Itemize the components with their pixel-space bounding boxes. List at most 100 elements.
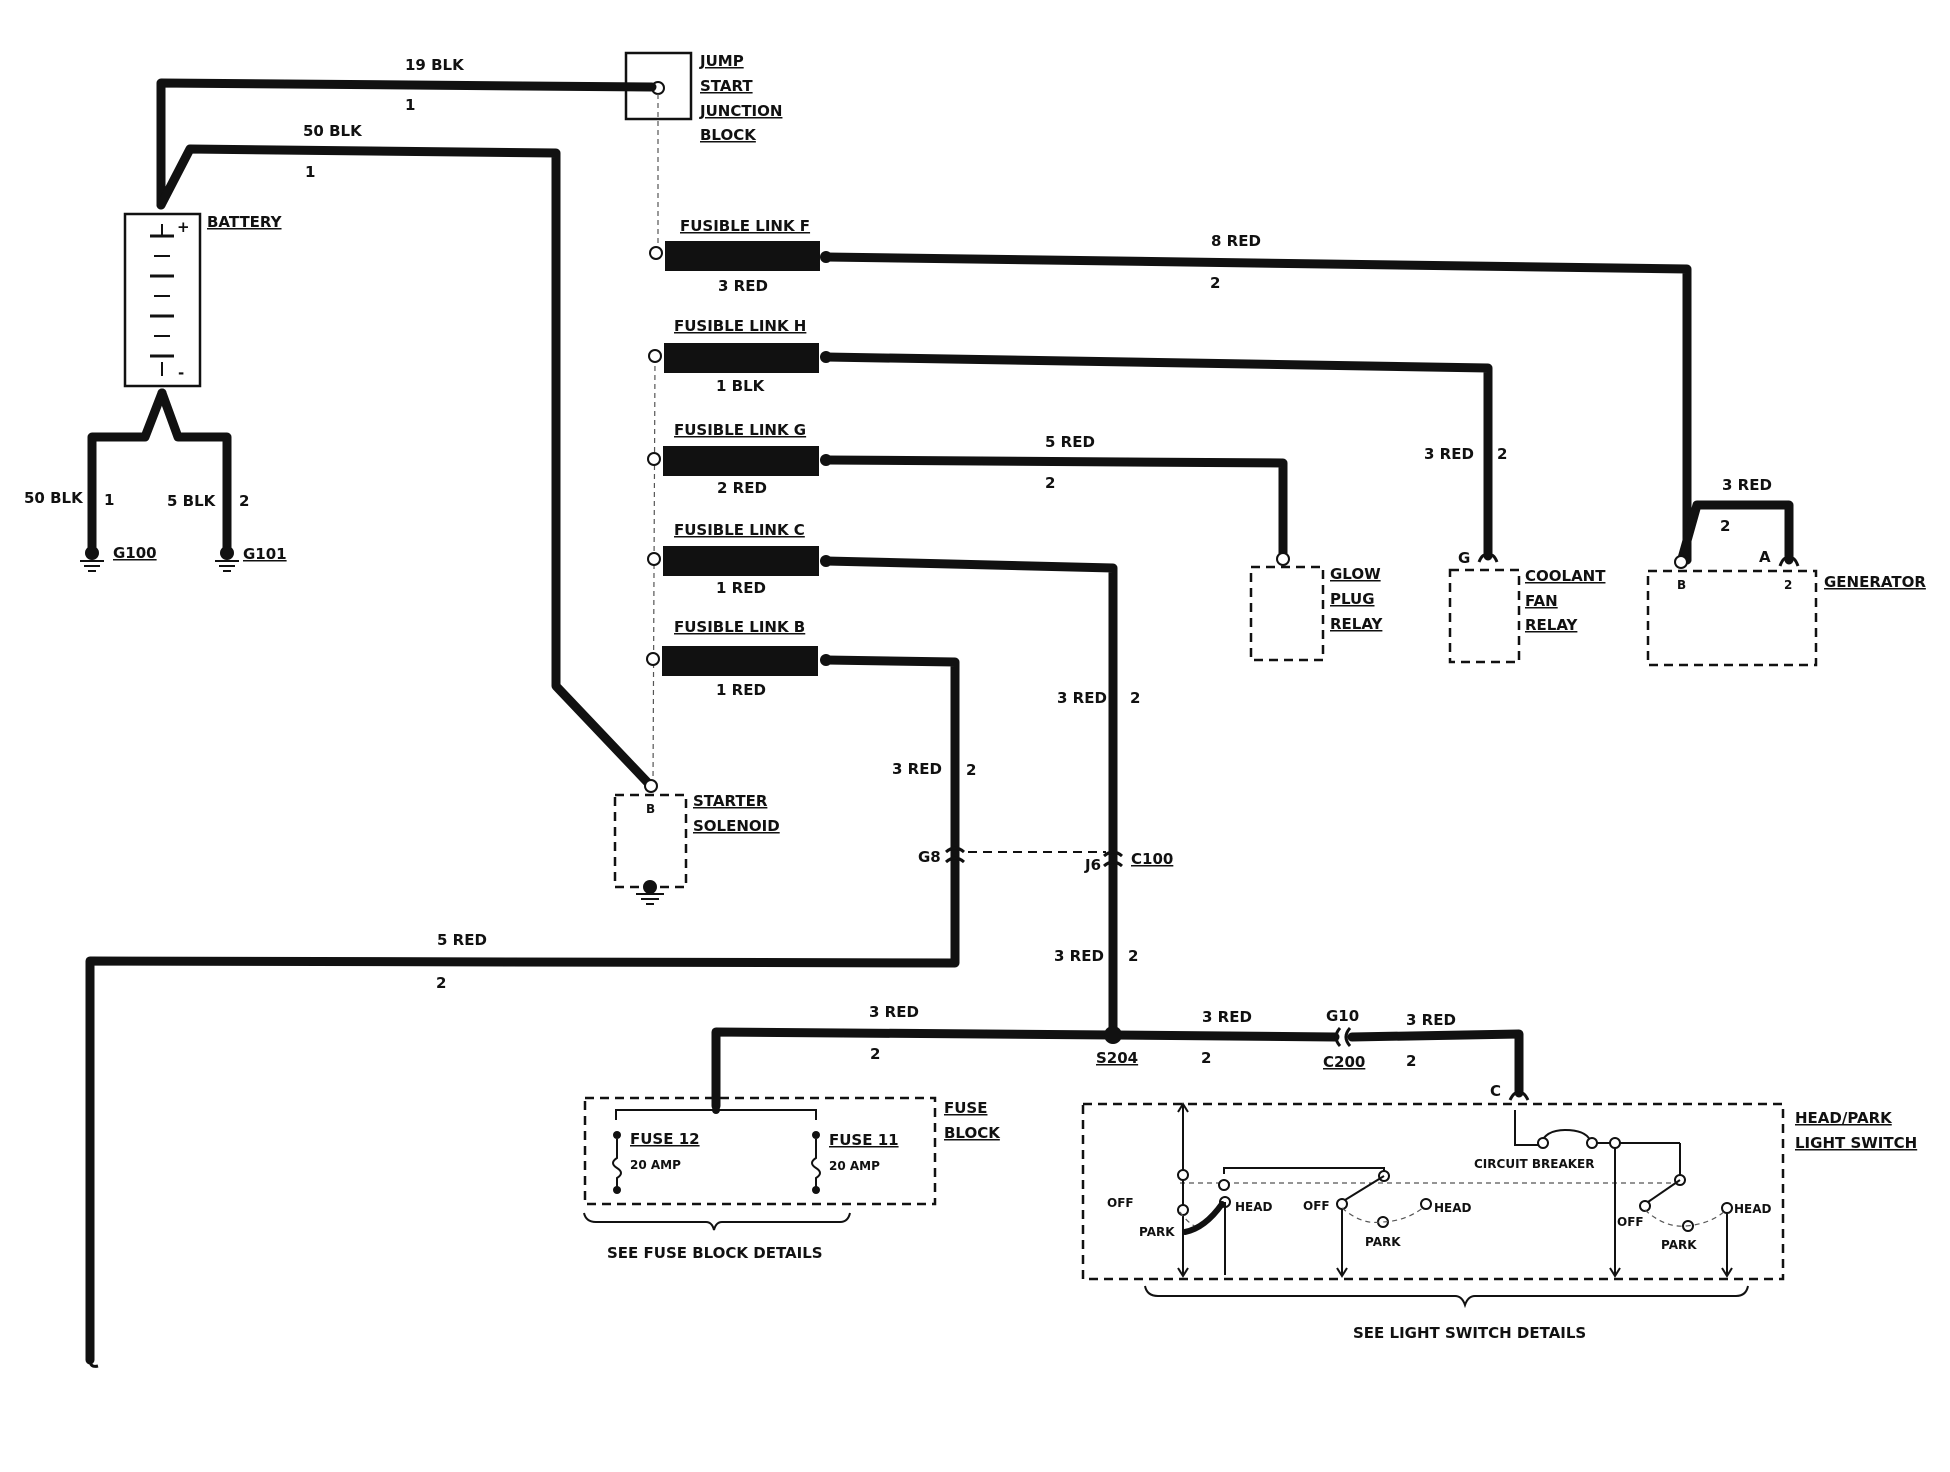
fusible-link-g: FUSIBLE LINK G 2 RED — [647, 421, 832, 497]
wire-8red — [821, 252, 1692, 565]
wire-3red-fan-circuit: 2 — [1497, 445, 1507, 463]
splice-s204-label: S204 — [1096, 1049, 1138, 1067]
wire-19blk-label: 19 BLK — [405, 56, 465, 74]
fusible-link-h: FUSIBLE LINK H 1 BLK — [648, 317, 832, 395]
switch2-park: PARK — [1365, 1235, 1401, 1249]
switch2-off: OFF — [1303, 1199, 1330, 1213]
light-switch-note: SEE LIGHT SWITCH DETAILS — [1353, 1324, 1586, 1342]
jump-start-label-3: JUNCTION — [699, 102, 782, 120]
wire-8red-label: 8 RED — [1211, 232, 1261, 250]
connector-g8-label: G8 — [918, 848, 941, 866]
fuse-11-amp: 20 AMP — [829, 1159, 880, 1173]
wire-3red-c-label: 3 RED — [1057, 689, 1107, 707]
fusible-link-f-wire: 3 RED — [718, 277, 768, 295]
fuse-block: FUSE 12 20 AMP FUSE 11 20 AMP FUSE BLOCK… — [583, 1096, 1001, 1262]
ground-g100: G100 — [80, 544, 157, 572]
wire-3red-c100-below-label: 3 RED — [1054, 947, 1104, 965]
wire-3red-s204-right-circuit: 2 — [1201, 1049, 1211, 1067]
wire-5red-long — [85, 655, 960, 1365]
fusible-link-c-label: FUSIBLE LINK C — [674, 521, 805, 539]
wire-3red-fuse — [711, 1027, 1118, 1111]
wire-5red-glow-circuit: 2 — [1045, 474, 1055, 492]
starter-solenoid-label-2: SOLENOID — [693, 817, 780, 835]
ground-g100-label: G100 — [113, 544, 157, 562]
fusible-link-h-wire: 1 BLK — [716, 377, 766, 395]
wire-5red-long-label: 5 RED — [437, 931, 487, 949]
jump-start-label-2: START — [700, 77, 753, 95]
wire-3red-fan — [821, 352, 1493, 561]
wire-3red-b-label: 3 RED — [892, 760, 942, 778]
wire-3red-c-circuit: 2 — [1130, 689, 1140, 707]
head-park-light-switch: C HEAD/PARK LIGHT SWITCH CIRCUIT BREAKER… — [1081, 1082, 1917, 1342]
fusible-link-g-wire: 2 RED — [717, 479, 767, 497]
coolant-fan-relay-label-3: RELAY — [1525, 616, 1579, 634]
wire-3red-s204-right — [1108, 1030, 1340, 1042]
wire-3red-c — [821, 556, 1118, 1039]
wire-labels: 19 BLK 1 50 BLK 1 50 BLK 1 5 BLK 2 8 RED… — [24, 56, 1772, 1070]
fusible-link-b-wire: 1 RED — [716, 681, 766, 699]
connector-g8: G8 — [918, 846, 965, 866]
wire-5blk-g101 — [157, 388, 232, 558]
wire-5red-long-circuit: 2 — [436, 974, 446, 992]
wires — [85, 78, 1794, 1365]
glow-plug-relay-label-2: PLUG — [1330, 590, 1375, 608]
wire-3red-generator — [1676, 500, 1794, 567]
fusible-link-b-label: FUSIBLE LINK B — [674, 618, 805, 636]
switch-terminal-c: C — [1490, 1082, 1501, 1100]
wire-50blk-starter — [156, 144, 655, 790]
wire-50blk-top-label: 50 BLK — [303, 122, 363, 140]
wire-3red-c200-right — [1347, 1029, 1524, 1098]
switch3-park: PARK — [1661, 1238, 1697, 1252]
starter-solenoid: B STARTER SOLENOID — [613, 779, 780, 905]
wire-3red-c200-right-label: 3 RED — [1406, 1011, 1456, 1029]
wire-50blk-gnd-circuit: 1 — [104, 491, 114, 509]
fusible-link-f: FUSIBLE LINK F 3 RED — [649, 217, 832, 295]
starter-terminal-b: B — [646, 802, 655, 816]
wire-3red-gen-circuit: 2 — [1720, 517, 1730, 535]
fusible-link-b: FUSIBLE LINK B 1 RED — [646, 618, 832, 699]
wire-19blk — [156, 78, 657, 210]
fusible-link-g-label: FUSIBLE LINK G — [674, 421, 806, 439]
fuse-block-label-2: BLOCK — [944, 1124, 1001, 1142]
battery-label: BATTERY — [207, 213, 283, 231]
circuit-breaker-label: CIRCUIT BREAKER — [1474, 1157, 1595, 1171]
jump-start-label-4: BLOCK — [700, 126, 757, 144]
connector-j6-label: J6 — [1084, 856, 1101, 874]
fuse-block-label-1: FUSE — [944, 1099, 987, 1117]
wire-5blk-gnd-label: 5 BLK — [167, 492, 217, 510]
wire-3red-fuse-label: 3 RED — [869, 1003, 919, 1021]
fusible-link-c-wire: 1 RED — [716, 579, 766, 597]
switch3-head: HEAD — [1734, 1202, 1772, 1216]
connector-c200-label: C200 — [1323, 1053, 1365, 1071]
battery: + - BATTERY — [123, 212, 283, 388]
wire-5blk-gnd-circuit: 2 — [239, 492, 249, 510]
wire-50blk-gnd-label: 50 BLK — [24, 489, 84, 507]
glow-plug-relay-label-3: RELAY — [1330, 615, 1384, 633]
light-switch-label-2: LIGHT SWITCH — [1795, 1134, 1917, 1152]
switch1-off: OFF — [1107, 1196, 1134, 1210]
coolant-fan-relay: G COOLANT FAN RELAY — [1448, 549, 1606, 664]
wire-3red-c200-right-circuit: 2 — [1406, 1052, 1416, 1070]
fuse-11-label: FUSE 11 — [829, 1131, 899, 1149]
starter-solenoid-label-1: STARTER — [693, 792, 768, 810]
jump-start-label-1: JUMP — [699, 52, 744, 70]
wire-3red-s204-right-label: 3 RED — [1202, 1008, 1252, 1026]
fusible-link-f-label: FUSIBLE LINK F — [680, 217, 810, 235]
battery-minus: - — [178, 364, 184, 382]
switch1-park: PARK — [1139, 1225, 1175, 1239]
switch3-off: OFF — [1617, 1215, 1644, 1229]
switch1-head: HEAD — [1235, 1200, 1273, 1214]
generator-terminal-b: B — [1677, 578, 1686, 592]
wire-3red-b-circuit: 2 — [966, 761, 976, 779]
fuse-block-note: SEE FUSE BLOCK DETAILS — [607, 1244, 823, 1262]
wire-50blk-g100 — [87, 388, 167, 558]
connector-c200: G10 C200 — [1323, 1007, 1365, 1071]
connector-c100: J6 C100 — [1084, 850, 1173, 874]
ground-g101: G101 — [215, 545, 287, 572]
fusible-link-c: FUSIBLE LINK C 1 RED — [647, 521, 832, 597]
light-switch-label-1: HEAD/PARK — [1795, 1109, 1893, 1127]
fusible-link-h-label: FUSIBLE LINK H — [674, 317, 806, 335]
generator: B A 2 GENERATOR — [1646, 548, 1926, 667]
wire-3red-c100-below-circuit: 2 — [1128, 947, 1138, 965]
fuse-12-label: FUSE 12 — [630, 1130, 700, 1148]
